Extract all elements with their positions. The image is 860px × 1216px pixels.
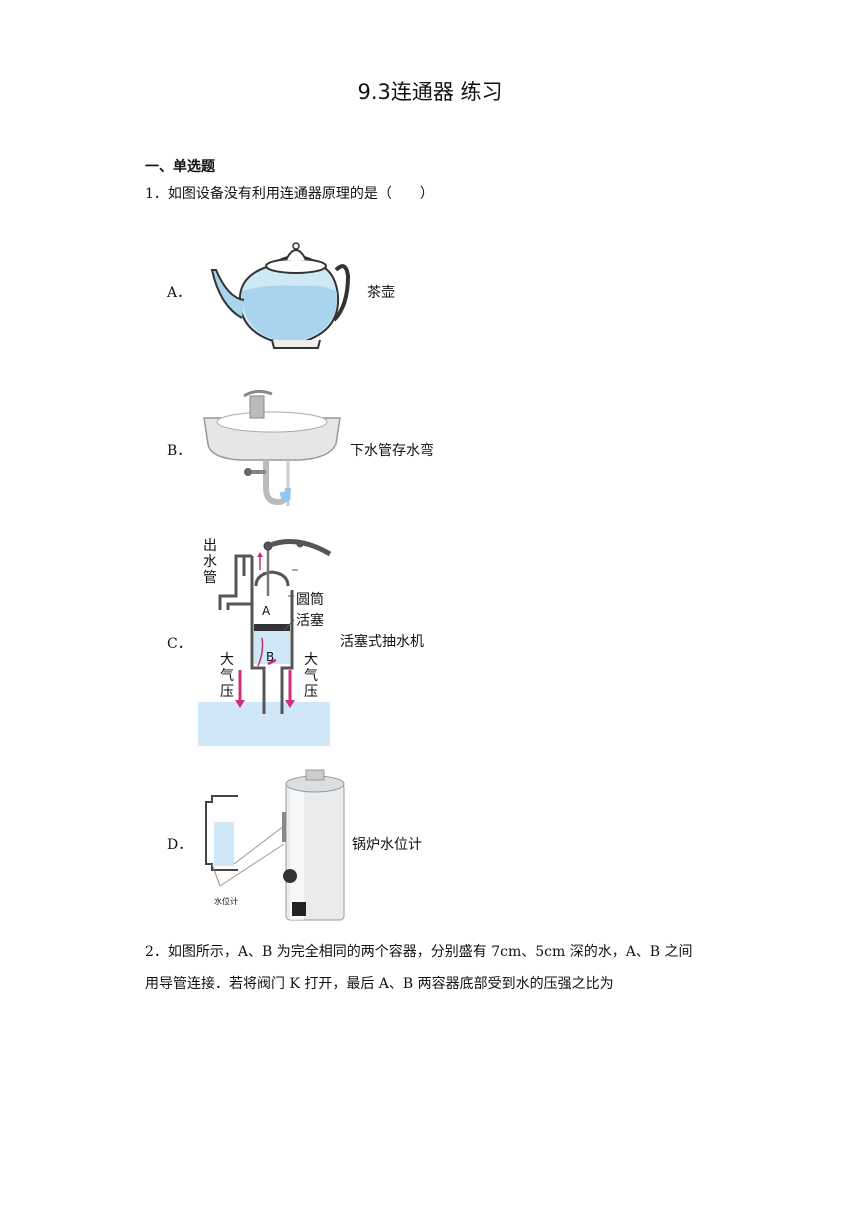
gauge-label: 水位计	[214, 897, 238, 906]
question-1-stem: 1．如图设备没有利用连通器原理的是（ ）	[145, 186, 434, 202]
cylinder-label: 圆筒	[296, 592, 324, 608]
page-title: 9.3连通器 练习	[357, 80, 503, 104]
option-d-text: 锅炉水位计	[352, 837, 422, 853]
outlet-pipe-label: 出 水 管	[203, 538, 217, 586]
option-a-letter: A．	[167, 285, 192, 301]
sink-image	[203, 389, 341, 506]
valve-b-label: B	[266, 650, 275, 664]
atm-pressure-left-label: 大 气 压	[220, 652, 234, 700]
valve-a-label: A	[262, 604, 271, 618]
option-d-letter: D．	[167, 837, 193, 853]
teapot-image	[210, 242, 351, 349]
option-c-letter: C．	[167, 636, 192, 652]
option-c-text: 活塞式抽水机	[340, 634, 424, 650]
option-a-text: 茶壶	[367, 285, 395, 301]
piston-pump-image	[198, 539, 332, 746]
question-2-line-1: 2．如图所示，A、B 为完全相同的两个容器，分别盛有 7cm、5cm 深的水，A…	[145, 944, 693, 960]
section-heading: 一、单选题	[145, 159, 215, 175]
question-2-line-2: 用导管连接．若将阀门 K 打开，最后 A、B 两容器底部受到水的压强之比为	[145, 976, 614, 992]
boiler-gauge-image	[205, 769, 345, 921]
option-b-letter: B．	[167, 443, 192, 459]
piston-label: 活塞	[296, 613, 324, 629]
atm-pressure-right-label: 大 气 压	[304, 652, 318, 700]
option-b-text: 下水管存水弯	[350, 443, 434, 459]
